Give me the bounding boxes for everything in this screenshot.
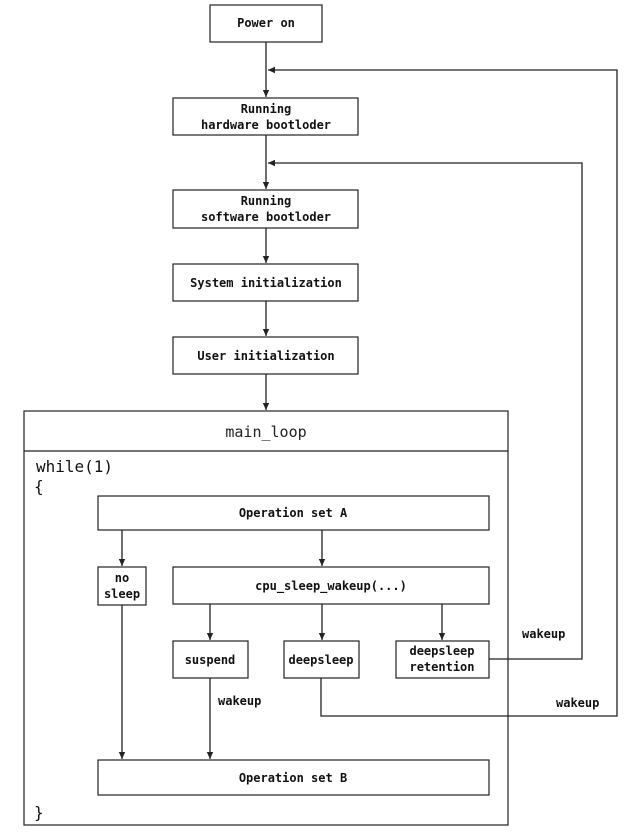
wakeup-label-suspend: wakeup <box>218 694 261 708</box>
suspend-label: suspend <box>185 653 236 667</box>
suspend-node: suspend <box>172 640 249 679</box>
user-initialization-label: User initialization <box>197 349 334 363</box>
while-statement: while(1) <box>36 457 113 476</box>
arrow-retention-wakeup-to-sw-boot <box>268 159 583 660</box>
open-brace: { <box>34 477 44 496</box>
no-sleep-node: no sleep <box>97 566 147 606</box>
system-initialization-node: System initialization <box>172 263 359 302</box>
deepsleep-label: deepsleep <box>288 653 353 667</box>
arrow-deepsleep-wakeup-to-hw-boot <box>268 66 618 717</box>
main-loop-container: main_loop while(1) { } <box>23 410 509 826</box>
wakeup-label-retention: wakeup <box>522 627 565 641</box>
power-on-node: Power on <box>209 4 323 43</box>
hardware-bootloader-node: Running hardware bootloder <box>172 97 359 136</box>
cpu-sleep-wakeup-label: cpu_sleep_wakeup(...) <box>255 579 407 594</box>
deepsleep-node: deepsleep <box>283 640 360 679</box>
software-bootloader-label-line2: software bootloder <box>201 210 331 224</box>
close-brace: } <box>34 803 44 822</box>
cpu-sleep-wakeup-node: cpu_sleep_wakeup(...) <box>172 566 490 605</box>
no-sleep-label-line2: sleep <box>104 587 140 601</box>
hardware-bootloader-label-line2: hardware bootloder <box>201 118 331 132</box>
deepsleep-retention-node: deepsleep retention <box>395 640 490 679</box>
deepsleep-retention-label-line1: deepsleep <box>409 644 474 658</box>
operation-set-a-node: Operation set A <box>97 495 490 531</box>
operation-set-b-node: Operation set B <box>97 759 490 796</box>
user-initialization-node: User initialization <box>172 336 359 375</box>
software-bootloader-label-line1: Running <box>241 194 292 208</box>
hardware-bootloader-label-line1: Running <box>241 102 292 116</box>
wakeup-label-deepsleep: wakeup <box>556 696 599 710</box>
operation-set-b-label: Operation set B <box>239 771 347 785</box>
main-loop-title: main_loop <box>225 423 306 441</box>
system-initialization-label: System initialization <box>190 276 342 290</box>
no-sleep-label-line1: no <box>115 571 129 585</box>
software-bootloader-node: Running software bootloder <box>172 189 359 229</box>
operation-set-a-label: Operation set A <box>239 506 348 520</box>
power-on-label: Power on <box>237 16 295 30</box>
deepsleep-retention-label-line2: retention <box>409 660 474 674</box>
